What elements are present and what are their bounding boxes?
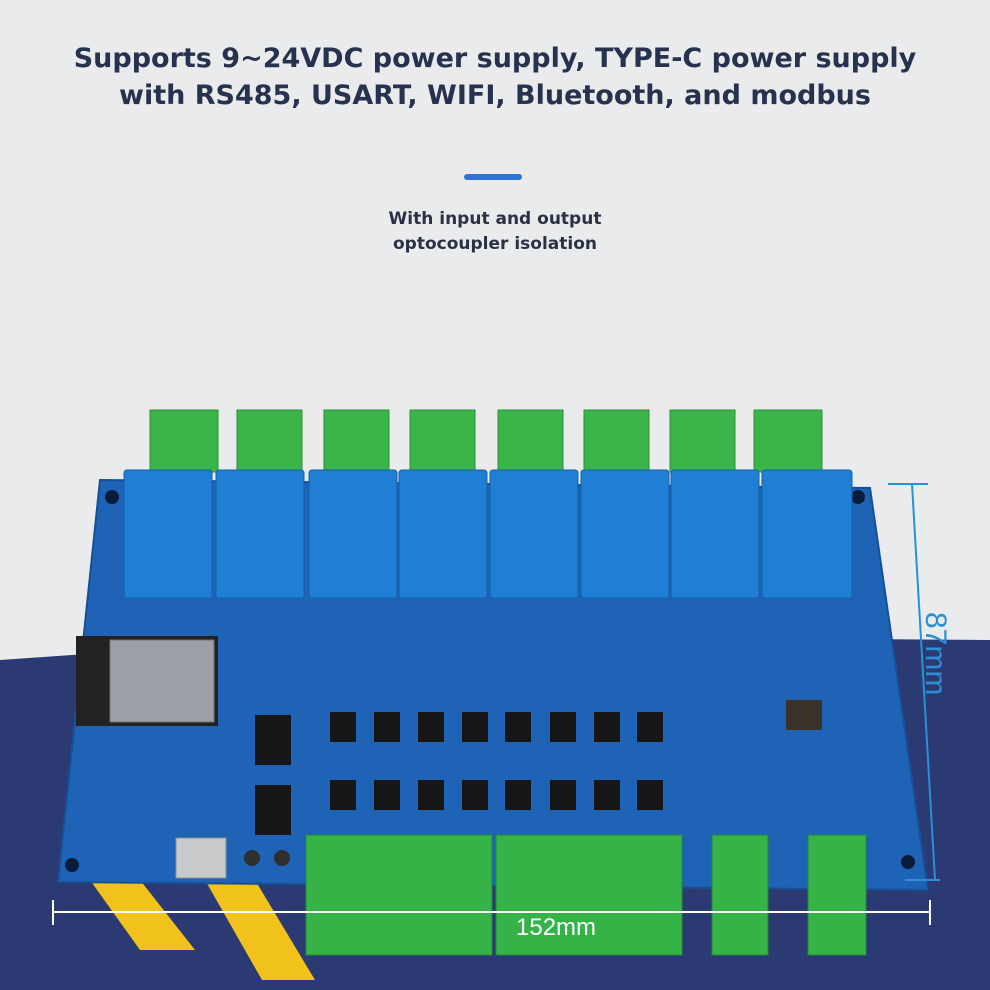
subheadline-line-2: optocoupler isolation [393, 234, 597, 254]
headline-line-2: with RS485, USART, WIFI, Bluetooth, and … [119, 80, 871, 111]
accent-divider [464, 174, 522, 180]
input-terminals [305, 834, 867, 956]
mount-hole [851, 490, 865, 504]
optocouplers [330, 712, 663, 810]
mount-hole [105, 490, 119, 504]
width-dimension [52, 900, 931, 925]
subheadline-line-1: With input and output [388, 209, 602, 229]
relay [580, 469, 670, 599]
relay [761, 469, 853, 599]
relay [398, 469, 488, 599]
floor-stripe [205, 880, 315, 980]
height-dimension-label: 87mm [919, 612, 952, 696]
usb-c-port [175, 837, 227, 879]
subheadline: With input and output optocoupler isolat… [0, 207, 990, 257]
relay [670, 469, 760, 599]
headline: Supports 9~24VDC power supply, TYPE-C po… [0, 40, 990, 114]
relay [215, 469, 305, 599]
relay-board [56, 409, 930, 892]
ic-chip [255, 715, 291, 765]
wifi-shield [109, 639, 215, 723]
relay [489, 469, 579, 599]
mount-hole [901, 855, 915, 869]
inductor [786, 700, 822, 730]
reset-button [274, 850, 290, 866]
headline-line-1: Supports 9~24VDC power supply, TYPE-C po… [73, 43, 917, 74]
boot-button [244, 850, 260, 866]
relay-terminals [149, 409, 823, 473]
mount-hole [65, 858, 79, 872]
ic-chip [255, 785, 291, 835]
relay [308, 469, 398, 599]
floor-stripe [90, 880, 195, 950]
width-dimension-label: 152mm [516, 914, 597, 941]
relays [123, 469, 853, 599]
height-dimension [888, 483, 940, 881]
relay [123, 469, 213, 599]
